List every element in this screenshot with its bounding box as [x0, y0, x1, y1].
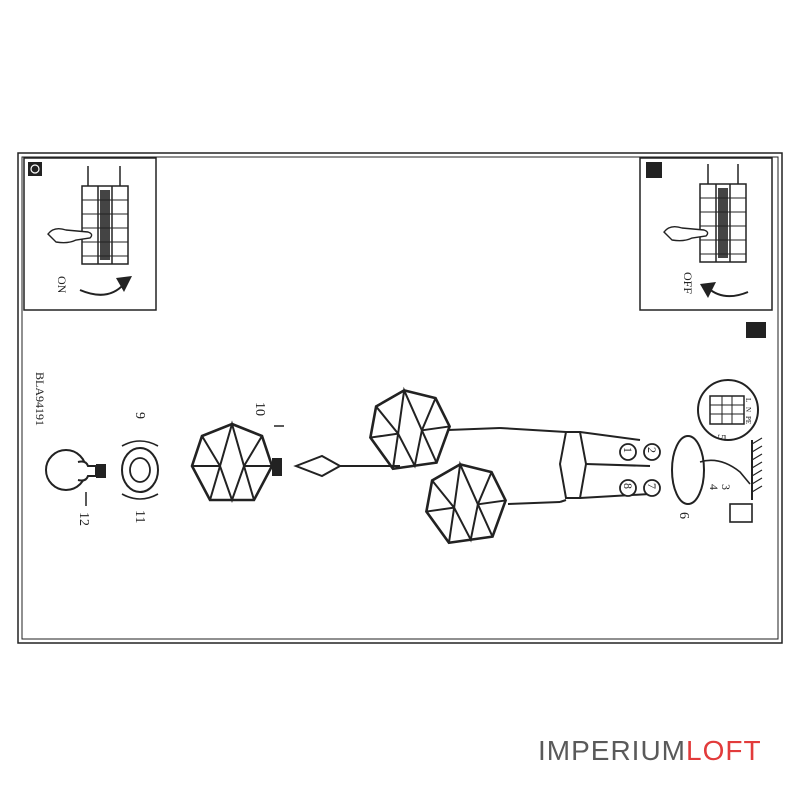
socket-cone — [293, 454, 343, 478]
step-badge-off — [646, 162, 662, 178]
hand-icon — [47, 227, 93, 244]
bulb-icon — [45, 449, 106, 491]
outer-frame — [17, 152, 783, 644]
hand-icon — [663, 225, 709, 242]
lamp-ring-icon — [121, 440, 159, 500]
step-6-label: 6 — [676, 512, 691, 519]
arm — [559, 499, 567, 503]
brand-logo: IMPERIUMLOFT — [538, 736, 762, 766]
step-badge-main — [746, 322, 766, 338]
step-2-label: 2 — [645, 447, 659, 453]
wire-icon — [699, 459, 751, 485]
terminal-l: L — [744, 398, 752, 402]
mounting-bracket — [729, 503, 753, 523]
shade-socket — [272, 458, 282, 476]
panel-on-label: ON — [55, 276, 69, 294]
model-code: BLA94191 — [33, 372, 47, 426]
terminal-pe: PE — [744, 416, 752, 424]
step-badge-on — [28, 162, 42, 176]
brand-part-2: LOFT — [686, 735, 762, 766]
cage-shade-lower — [419, 457, 512, 547]
panel-off: OFF — [639, 157, 773, 311]
ceiling-canopy — [671, 435, 705, 505]
step-8-label: 8 — [621, 483, 635, 489]
inner-frame — [21, 156, 779, 640]
cage-shade-upper — [363, 383, 456, 473]
panel-off-label: OFF — [681, 272, 695, 294]
step-4-label: 4 — [707, 484, 721, 490]
step-5-label: 5 — [715, 434, 729, 440]
step-12-label: 12 — [76, 512, 91, 526]
brand-part-1: IMPERIUM — [538, 735, 686, 766]
terminal-block-icon — [81, 166, 129, 265]
wiring-detail: L N PE — [697, 379, 759, 441]
step-9-label: 9 — [132, 412, 147, 419]
step-11-label: 11 — [132, 510, 147, 523]
panel-on: ON — [23, 157, 157, 311]
step-3-label: 3 — [719, 484, 733, 490]
step-7-label: 7 — [645, 483, 659, 489]
cage-shade-detached — [190, 422, 274, 502]
step-10-label: 10 — [252, 402, 267, 416]
arm — [499, 427, 567, 433]
terminal-n: N — [744, 407, 752, 412]
step-1-label: 1 — [621, 447, 635, 453]
terminal-block-icon — [699, 164, 747, 263]
central-hub — [558, 431, 588, 499]
